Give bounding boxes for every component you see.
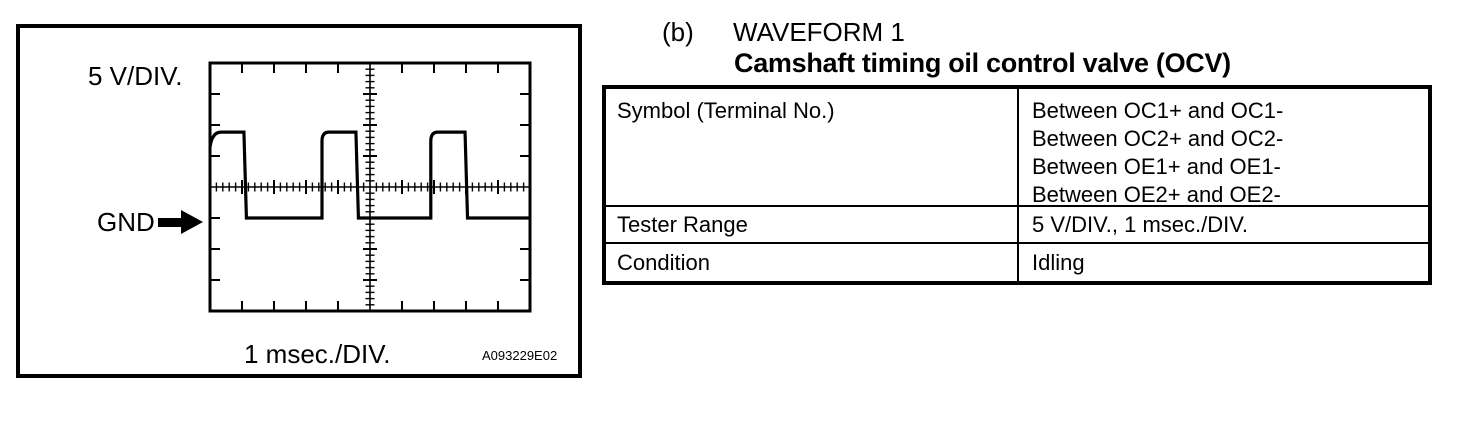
value-line: Between OE2+ and OE2- [1032, 182, 1281, 207]
table-cell-label: Condition [617, 249, 710, 275]
gnd-label: GND [97, 207, 155, 237]
value-line: Idling [1032, 249, 1085, 275]
figure-code: A093229E02 [482, 348, 558, 363]
value-line: Between OE1+ and OE1- [1032, 154, 1281, 179]
table-row: Symbol (Terminal No.) Between OC1+ and O… [606, 89, 1428, 209]
value-line: Between OC2+ and OC2- [1032, 126, 1284, 151]
list-item-marker: (b) [662, 17, 694, 47]
value-line: Between OC1+ and OC1- [1032, 98, 1284, 123]
gnd-arrow-icon [158, 210, 204, 234]
gnd-arrow-head [181, 210, 203, 234]
table-cell-value: Between OC1+ and OC1- Between OC2+ and O… [1017, 89, 1428, 209]
value-line: 5 V/DIV., 1 msec./DIV. [1032, 211, 1249, 237]
section-title: WAVEFORM 1 [733, 17, 905, 47]
oscilloscope-plot [208, 61, 532, 313]
table-row: Condition Idling [606, 242, 1428, 281]
gnd-arrow-tail [158, 218, 181, 227]
table-row: Tester Range 5 V/DIV., 1 msec./DIV. [606, 205, 1428, 242]
table-cell-value: Idling [1017, 244, 1428, 281]
table-cell-label: Symbol (Terminal No.) [617, 98, 835, 123]
volts-per-div-label: 5 V/DIV. [88, 61, 183, 91]
spec-table: Symbol (Terminal No.) Between OC1+ and O… [602, 85, 1432, 285]
waveform-figure: 5 V/DIV. GND 1 msec./DIV. A093229E02 [16, 24, 582, 378]
section-subtitle: Camshaft timing oil control valve (OCV) [734, 48, 1231, 78]
time-per-div-label: 1 msec./DIV. [244, 339, 391, 369]
table-cell-label: Tester Range [617, 211, 748, 237]
table-cell-value: 5 V/DIV., 1 msec./DIV. [1017, 207, 1428, 242]
